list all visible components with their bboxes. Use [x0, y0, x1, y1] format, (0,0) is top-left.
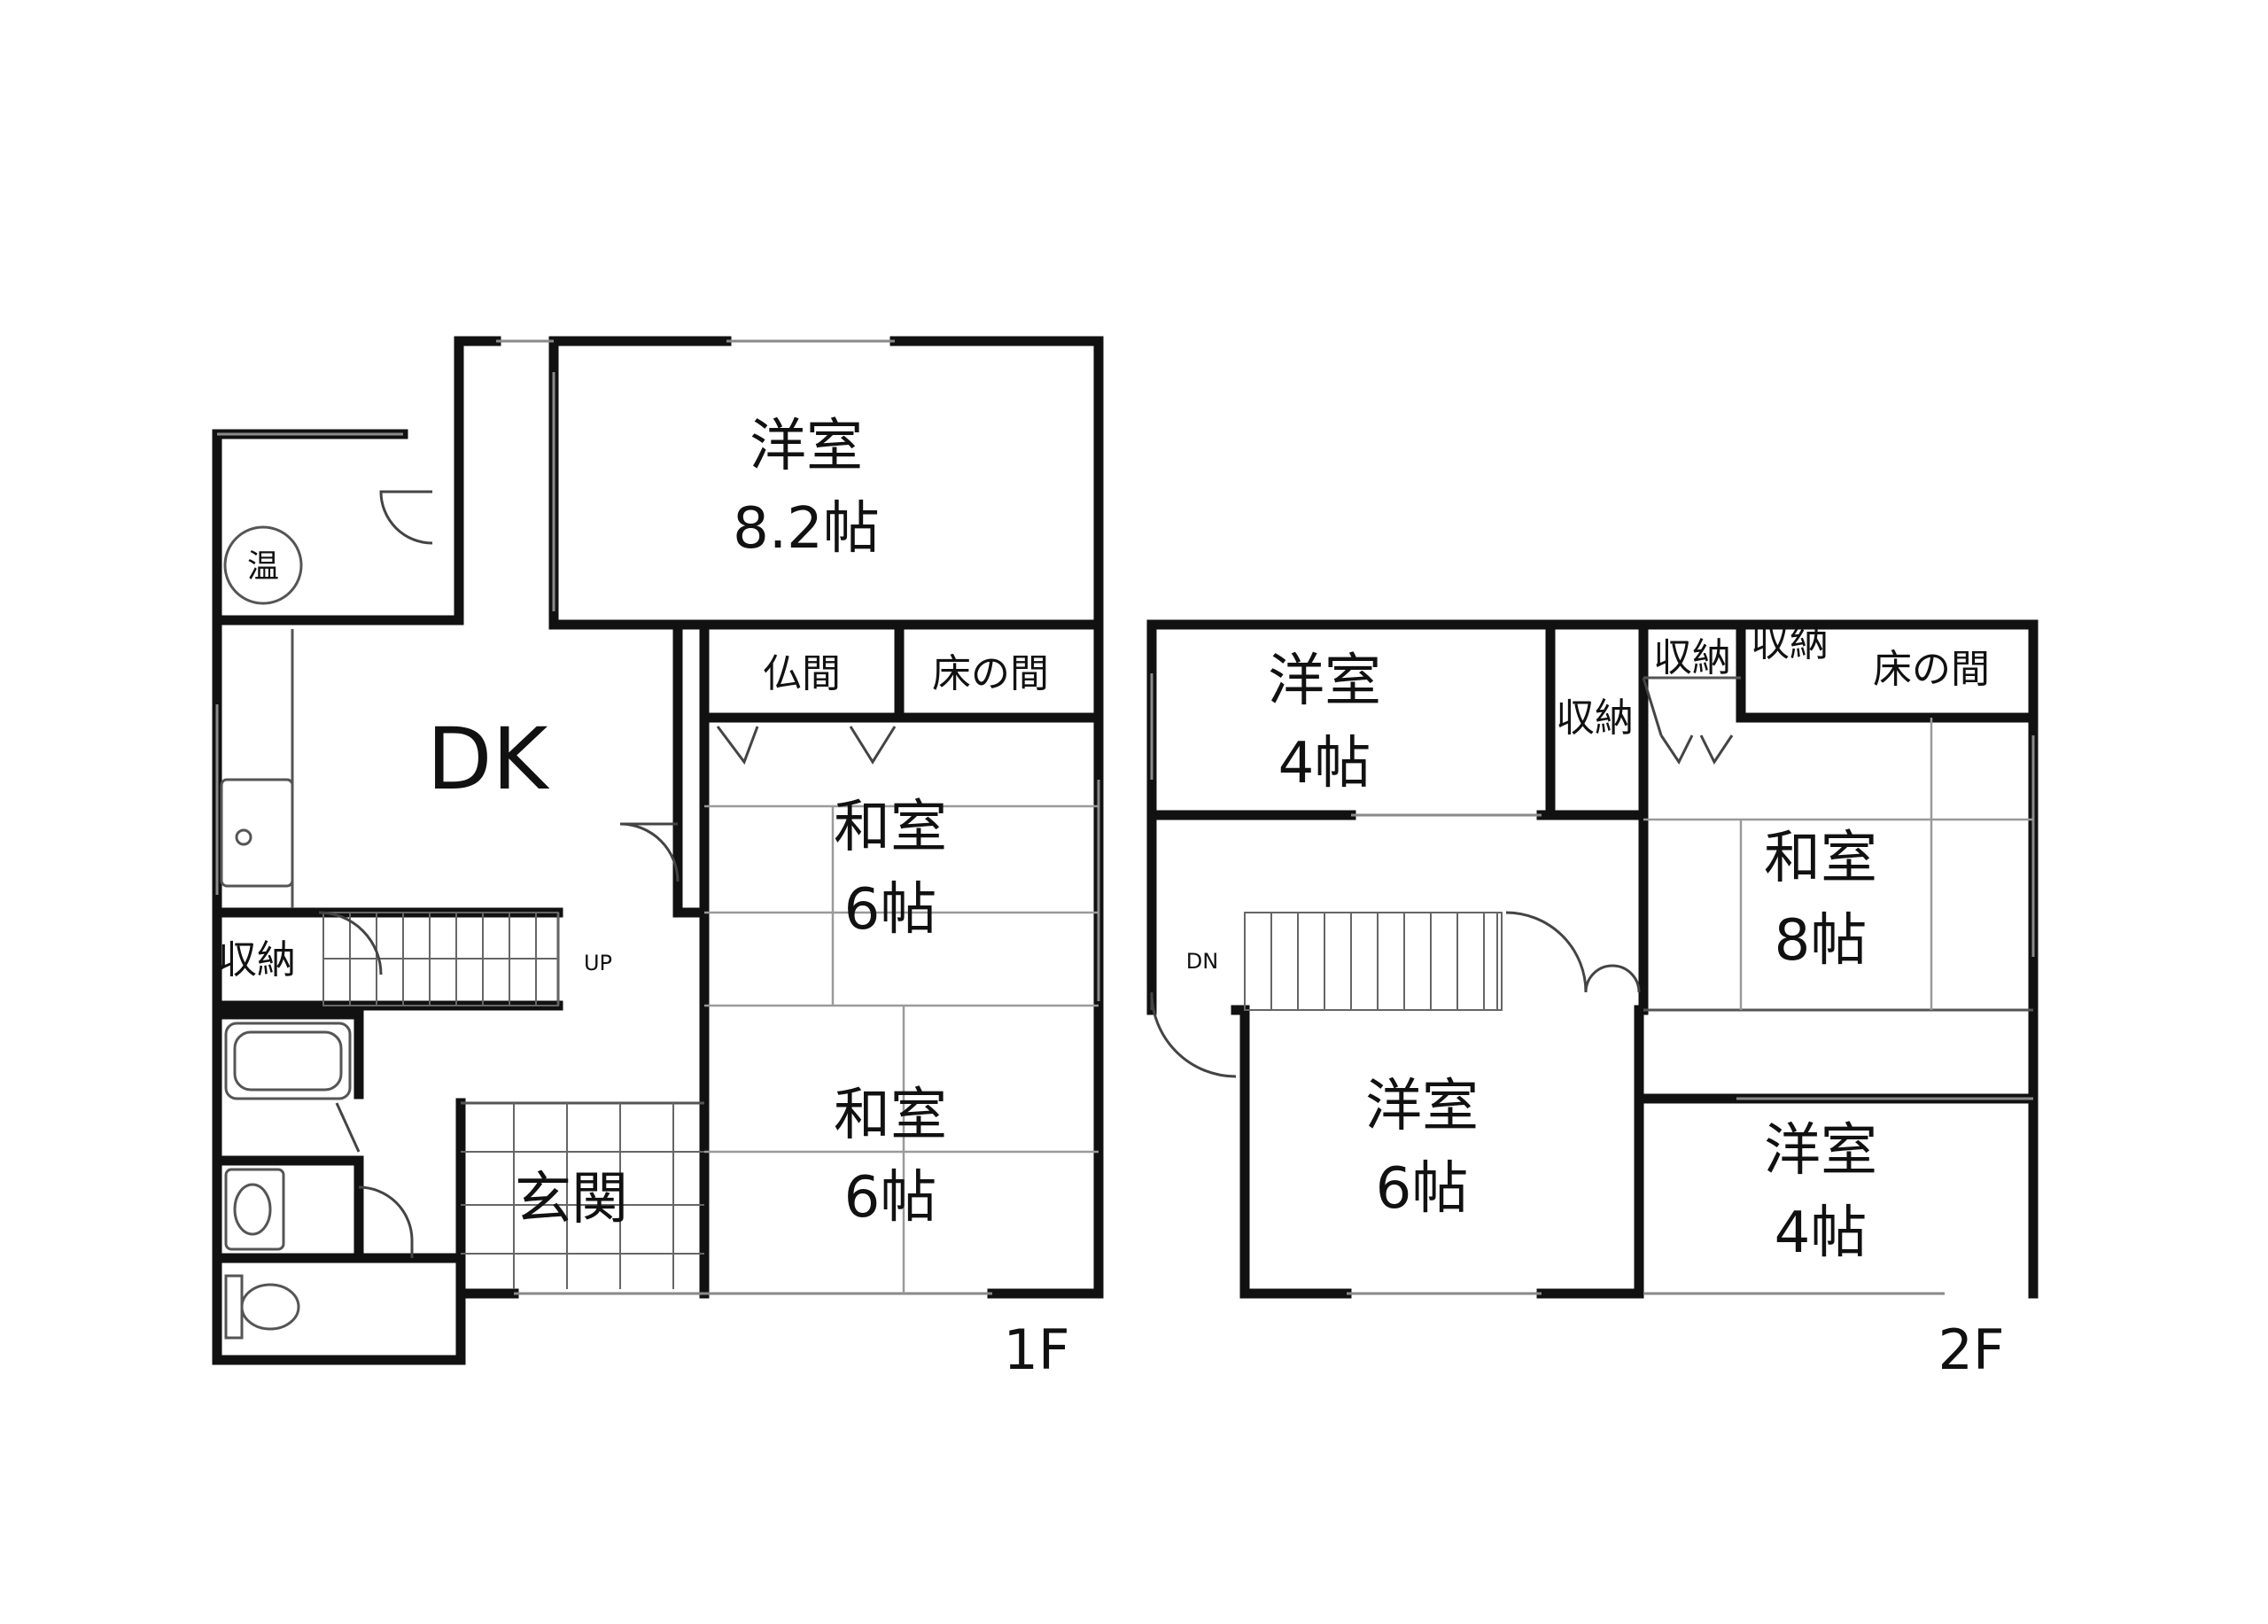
- stairs-1f: [318, 911, 559, 1006]
- kitchen-sink: [220, 778, 294, 888]
- bathtub: [224, 1022, 352, 1100]
- room-western-4-right-size: 4帖: [1775, 1201, 1868, 1266]
- stairs-2f: [1244, 912, 1503, 1011]
- floor-1-label: 1F: [1003, 1317, 1069, 1382]
- room-western-4-right-name: 洋室: [1764, 1118, 1877, 1184]
- water-heater: 温: [223, 525, 303, 605]
- room-butsuma: 仏間: [763, 651, 841, 696]
- room-washitsu-lower-size: 6帖: [844, 1165, 937, 1231]
- room-storage-2f-c: 収納: [1751, 620, 1829, 665]
- room-western-8-2-name: 洋室: [750, 414, 863, 479]
- room-tokonoma-2f: 床の間: [1873, 647, 1990, 692]
- floor-2: 洋室 4帖 収納 収納 収納 床の間 和室 8帖 洋室 6帖 洋室 4帖 DN …: [1146, 619, 2039, 1382]
- room-storage-2f-b: 収納: [1653, 635, 1731, 680]
- room-storage-1f: 収納: [218, 937, 296, 983]
- washbasin: [224, 1168, 285, 1251]
- room-genkan: 玄関: [515, 1167, 628, 1232]
- room-washitsu-8-size: 8帖: [1775, 908, 1868, 974]
- floor-1: 温 洋室 8.2帖 DK 仏間 床の間 和室 6帖 和室 6帖 収納 玄関 UP…: [212, 336, 1104, 1382]
- genkan-tiles: [461, 1103, 704, 1289]
- room-western-6-name: 洋室: [1365, 1074, 1479, 1139]
- toilet: [224, 1274, 300, 1340]
- room-western-8-2-size: 8.2帖: [733, 496, 880, 562]
- room-washitsu-lower-name: 和室: [834, 1083, 947, 1148]
- room-tokonoma-1f: 床の間: [932, 651, 1049, 696]
- room-washitsu-upper-name: 和室: [834, 795, 947, 860]
- room-washitsu-upper-size: 6帖: [844, 877, 937, 943]
- room-western-4-left-name: 洋室: [1268, 649, 1381, 714]
- room-western-4-left-size: 4帖: [1278, 731, 1371, 796]
- room-storage-2f-a: 収納: [1556, 695, 1634, 741]
- floor-2-label: 2F: [1938, 1317, 2004, 1382]
- room-dk: DK: [427, 710, 550, 809]
- room-western-6-size: 6帖: [1376, 1156, 1469, 1222]
- stairs-dn-label: DN: [1186, 949, 1218, 974]
- stairs-up-label: UP: [584, 951, 612, 975]
- svg-text:温: 温: [247, 548, 279, 585]
- room-washitsu-8-name: 和室: [1764, 826, 1877, 891]
